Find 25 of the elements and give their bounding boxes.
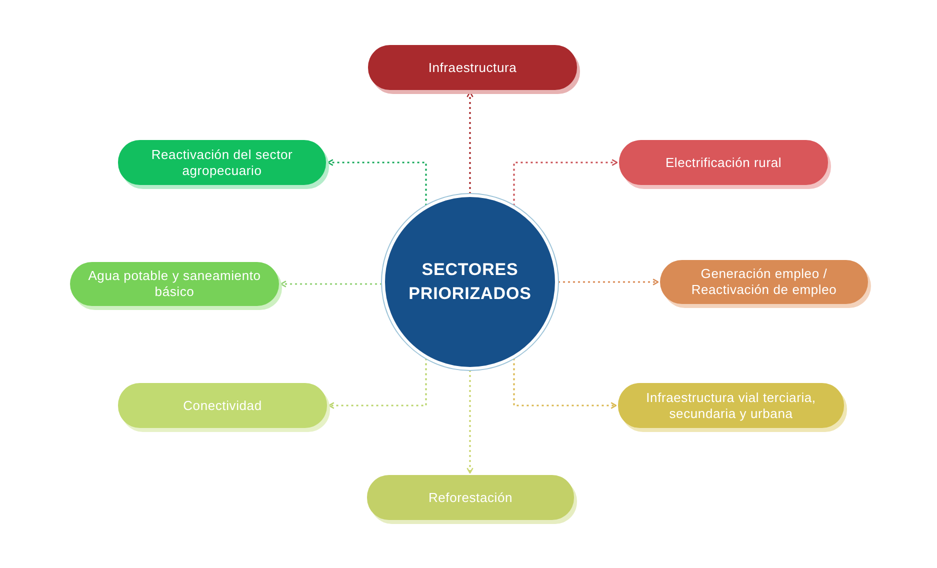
arrow xyxy=(466,91,474,194)
sector-label: Agua potable y saneamiento básico xyxy=(87,268,262,300)
arrow xyxy=(327,159,427,206)
sector-pill xyxy=(618,383,844,428)
sector-pill xyxy=(368,45,577,90)
circle-title: SECTORES PRIORIZADOS xyxy=(408,259,532,305)
arrow xyxy=(466,370,474,474)
sector-pill xyxy=(619,140,828,185)
sector-pill xyxy=(367,475,574,520)
arrow xyxy=(513,159,618,206)
arrow xyxy=(280,280,382,288)
sector-pill xyxy=(118,383,327,428)
arrow xyxy=(513,358,617,409)
sector-pill xyxy=(118,140,326,185)
sector-label: Reforestación xyxy=(428,490,513,506)
arrow xyxy=(328,358,427,409)
sector-label: Generación empleo / Reactivación de empleo xyxy=(690,266,838,298)
sector-label: Infraestructura vial terciaria, secundaria y urbana xyxy=(645,390,817,422)
sector-label: Conectividad xyxy=(183,398,262,414)
sector-label: Electrificación rural xyxy=(665,154,782,170)
sector-pill xyxy=(70,262,279,306)
sector-pill xyxy=(660,260,868,304)
sector-label: Reactivación del sector agropecuario xyxy=(150,146,294,178)
arrow xyxy=(558,278,659,286)
sector-label: Infraestructura xyxy=(428,60,517,76)
